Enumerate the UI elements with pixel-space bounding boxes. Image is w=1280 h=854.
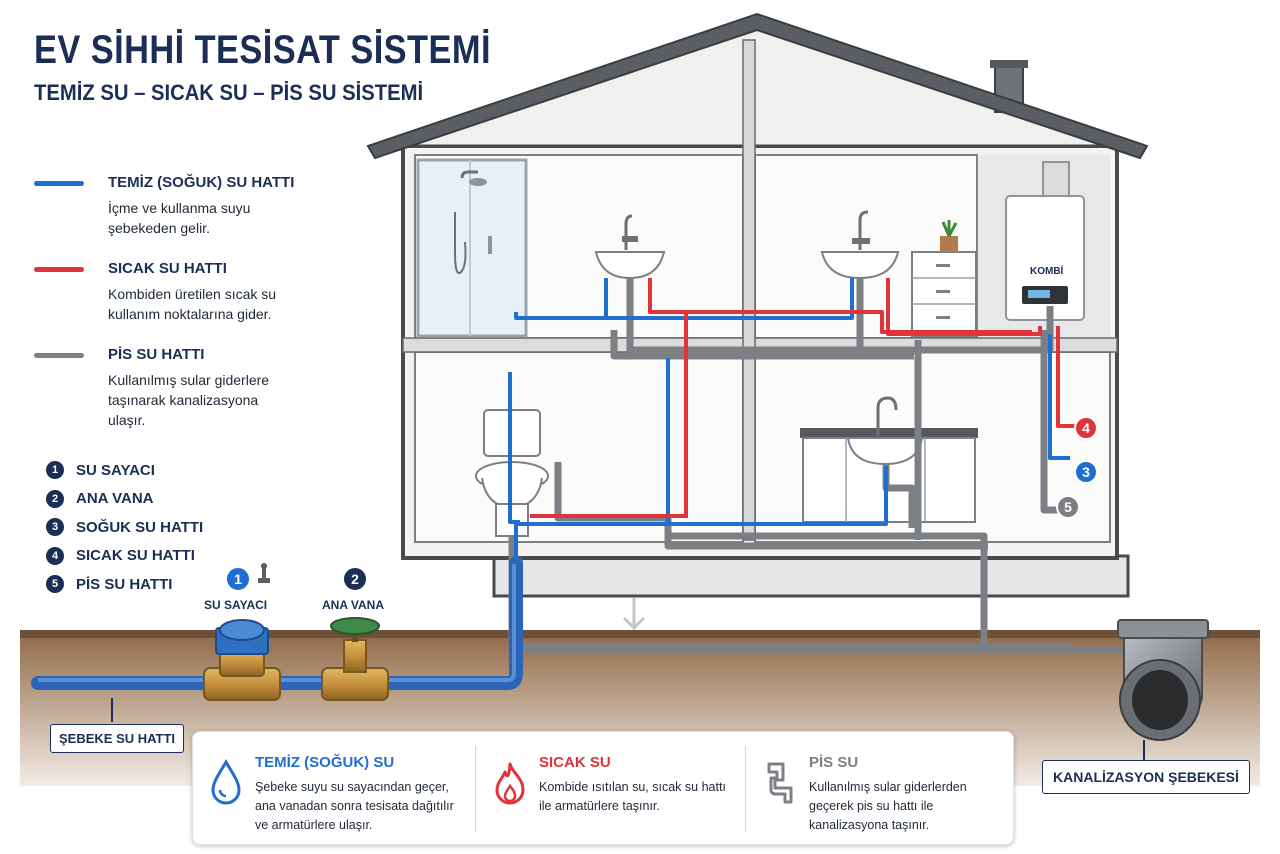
list-item: 1 SU SAYACI <box>46 456 203 485</box>
legend-hot-line <box>34 267 84 272</box>
legend-title: SICAK SU HATTI <box>108 260 227 277</box>
water-drop-icon <box>211 759 241 805</box>
boiler-label: KOMBİ <box>1030 266 1064 277</box>
valve-number-badge: 2 <box>342 566 368 592</box>
info-text: Şebeke suyu su sayacından geçer, ana van… <box>255 778 454 835</box>
list-item-label: SOĞUK SU HATTI <box>76 518 204 536</box>
main-valve <box>321 617 389 701</box>
info-text-line: Şebeke suyu su sayacından geçer, <box>255 780 449 794</box>
waste-line-callout: 5 <box>1056 495 1080 519</box>
legend-description: İçme ve kullanma suyu şebekeden gelir. <box>108 200 251 236</box>
roof <box>366 12 1149 160</box>
number-badge: 5 <box>46 575 64 594</box>
drain-pipe-icon <box>767 762 793 804</box>
cleanout-arrow <box>622 598 646 631</box>
drawer-cabinet <box>911 220 977 337</box>
legend-description: Kombiden üretilen sıcak su kullanım nokt… <box>108 286 277 322</box>
info-text-line: ile armatürlere taşınır. <box>539 799 660 813</box>
shower-cabin <box>416 158 528 338</box>
info-text: Kombide ısıtılan su, sıcak su hattı ile … <box>539 778 726 816</box>
legend-waste-line <box>34 353 84 358</box>
page-subtitle: TEMİZ SU – SICAK SU – PİS SU SİSTEMİ <box>34 80 424 105</box>
list-item-label: PİS SU HATTI <box>76 575 173 593</box>
mains-pipe <box>31 556 523 690</box>
room-bottom-left <box>414 351 744 543</box>
info-text-line: geçerek pis su hattı ile <box>809 799 934 813</box>
number-badge: 3 <box>46 518 64 537</box>
meter-number-badge: 1 <box>225 566 251 592</box>
info-title: TEMİZ (SOĞUK) SU <box>255 754 395 771</box>
info-text-line: Kullanılmış sular giderlerden <box>809 780 967 794</box>
legend-title: PİS SU HATTI <box>108 346 205 363</box>
info-divider <box>745 746 746 832</box>
sewer-network-label: KANALİZASYON ŞEBEKESİ <box>1042 760 1250 794</box>
cold-line-callout: 3 <box>1074 460 1098 484</box>
numbered-component-list: 1 SU SAYACI 2 ANA VANA 3 SOĞUK SU HATTI 4 SI… <box>46 456 203 599</box>
list-item: 3 SOĞUK SU HATTI <box>46 513 203 542</box>
page-title: EV SİHHİ TESİSAT SİSTEMİ <box>34 28 491 72</box>
list-item: 2 ANA VANA <box>46 485 203 514</box>
list-item-label: ANA VANA <box>76 490 154 508</box>
ground-surface <box>20 630 1260 638</box>
info-divider <box>475 746 476 832</box>
tap-icon <box>258 563 270 583</box>
hot-water-pipes <box>530 278 1078 518</box>
flame-icon <box>495 762 525 805</box>
info-text-line: ana vanadan sonra tesisata dağıtılır <box>255 799 454 813</box>
meter-label: SU SAYACI <box>204 598 268 612</box>
info-panel: TEMİZ (SOĞUK) SU Şebeke suyu su sayacınd… <box>192 731 1014 845</box>
legend-title: TEMİZ (SOĞUK) SU HATTI <box>108 174 295 191</box>
info-title: SICAK SU <box>539 754 611 771</box>
legend-description: Kullanılmış sular giderlere taşınarak ka… <box>108 372 270 428</box>
house-centre-wall <box>742 39 756 541</box>
valve-label: ANA VANA <box>322 598 384 612</box>
info-text-line: kanalizasyona taşınır. <box>809 818 930 832</box>
info-title: PİS SU <box>809 754 859 771</box>
info-text-line: Kombide ısıtılan su, sıcak su hattı <box>539 780 726 794</box>
number-badge: 4 <box>46 546 64 565</box>
hot-line-callout: 4 <box>1074 416 1098 440</box>
info-cold-water: TEMİZ (SOĞUK) SU Şebeke suyu su sayacınd… <box>193 732 473 844</box>
sewer-connection <box>1117 619 1209 741</box>
info-text-line: ve armatürlere ulaşır. <box>255 818 373 832</box>
mains-pipe-highlight <box>38 564 516 682</box>
number-badge: 1 <box>46 461 64 480</box>
info-hot-water: SICAK SU Kombide ısıtılan su, sıcak su h… <box>477 732 745 844</box>
kitchen-cabinet <box>800 396 978 523</box>
house-foundation <box>492 554 1130 598</box>
info-waste-water: PİS SU Kullanılmış sular giderlerden geç… <box>747 732 1011 844</box>
list-item: 4 SICAK SU HATTI <box>46 542 203 571</box>
list-item-label: SU SAYACI <box>76 461 155 479</box>
number-badge: 2 <box>46 489 64 508</box>
info-text: Kullanılmış sular giderlerden geçerek pi… <box>809 778 967 835</box>
chimney-cap <box>990 60 1028 68</box>
mains-line-label: ŞEBEKE SU HATTI <box>50 724 185 753</box>
boiler-unit <box>1005 161 1085 321</box>
water-meter <box>203 619 281 701</box>
list-item-label: SICAK SU HATTI <box>76 547 195 565</box>
list-item: 5 PİS SU HATTI <box>46 570 203 599</box>
legend-cold-line <box>34 181 84 186</box>
